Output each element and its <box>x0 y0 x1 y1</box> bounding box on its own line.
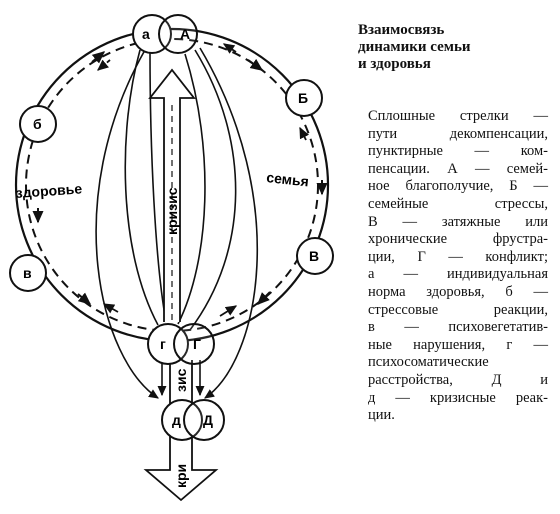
node-a-upper-label: А <box>180 26 190 42</box>
crisis-down-label-2: кри <box>173 464 189 488</box>
node-d <box>161 399 225 441</box>
family-label: семья <box>266 169 310 189</box>
node-b-lower-label: б <box>33 116 42 132</box>
legend-line: ное благополучие, Б — <box>368 178 548 195</box>
caption-title-line: и здоровья <box>358 56 431 72</box>
caption-title-line: динамики семьи <box>358 39 471 55</box>
legend-line: В — затяжные или <box>368 213 548 230</box>
caption-title-line: Взаимосвязь <box>358 22 445 38</box>
node-v-lower-label: в <box>23 265 32 281</box>
crisis-down-label-1: зис <box>173 368 189 392</box>
legend-line: пунктирные — ком- <box>368 143 548 160</box>
node-v-lower <box>9 254 47 292</box>
decompensation-paths <box>95 47 258 399</box>
legend-line: ции. <box>368 407 395 424</box>
caption-legend: Сплошные стрелки — пути декомпенсации, п… <box>368 108 548 425</box>
legend-line: стрессовые реакции, <box>368 301 548 318</box>
caption-title: Взаимосвязь динамики семьи и здоровья <box>358 22 548 73</box>
legend-line: д — кризисные реак- <box>368 389 548 406</box>
node-d-upper-label: Д <box>203 412 213 428</box>
node-a-lower-label: а <box>142 26 150 42</box>
legend-line: пенсации. А — семей- <box>368 160 548 177</box>
legend-line: ции, Г — конфликт; <box>368 248 548 265</box>
node-b-lower <box>19 105 57 143</box>
legend-line: в — психовегетатив- <box>368 319 548 336</box>
node-d-lower-label: д <box>172 412 181 428</box>
legend-line: психосоматические <box>368 354 489 371</box>
legend-line: расстройства, Д и <box>368 371 548 388</box>
node-g-lower-label: г <box>160 336 166 352</box>
legend-line: норма здоровья, б — <box>368 283 548 300</box>
node-v-upper <box>296 237 334 275</box>
node-a <box>132 14 198 54</box>
legend-line: хронические фрустра- <box>368 231 548 248</box>
node-v-upper-label: В <box>309 248 319 264</box>
legend-line: Сплошные стрелки — <box>368 108 548 124</box>
node-g-upper-label: Г <box>193 336 201 352</box>
crisis-up-label: кризис <box>164 187 180 235</box>
legend-line: семейные стрессы, <box>368 195 548 212</box>
legend-line: пути декомпенсации, <box>368 125 548 142</box>
legend-line: а — индивидуальная <box>368 266 548 283</box>
node-b-upper <box>285 79 323 117</box>
family-health-diagram: а А Б б В в г Г д Д здоровье семья кризи… <box>9 14 334 502</box>
node-b-upper-label: Б <box>298 90 308 106</box>
node-g <box>147 323 215 365</box>
health-label: здоровье <box>15 180 83 201</box>
legend-line: ные нарушения, г — <box>368 336 548 353</box>
